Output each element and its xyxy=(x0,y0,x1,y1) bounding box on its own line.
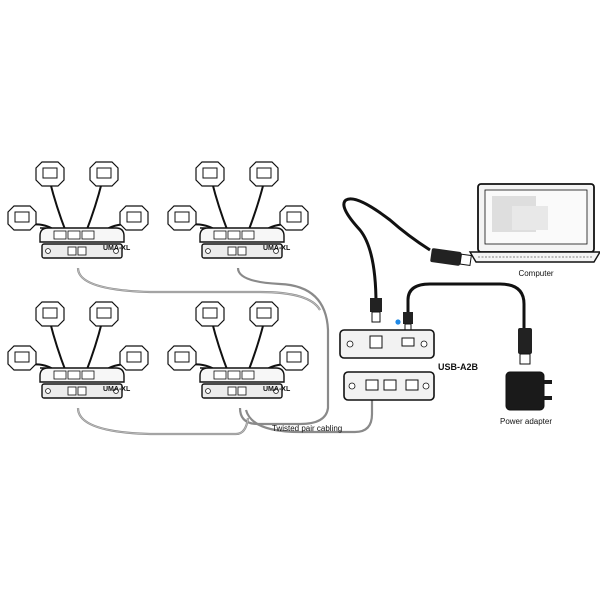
sensor-icon xyxy=(7,345,37,371)
sensors-group-top-right xyxy=(167,161,309,231)
sensors-group-top-left xyxy=(7,161,149,231)
computer-label: Computer xyxy=(518,269,553,278)
sensor-icon xyxy=(195,161,225,187)
uma-xl-label: UMA-XL xyxy=(263,386,291,393)
uma-xl-unit-top-right: UMA-XL xyxy=(199,227,291,259)
power-cable xyxy=(406,282,526,330)
sensor-icon xyxy=(119,205,149,231)
uma-xl-label: UMA-XL xyxy=(103,386,131,393)
sensor-icon xyxy=(195,301,225,327)
sensor-icon xyxy=(279,345,309,371)
sensor-icon xyxy=(89,161,119,187)
status-led-icon xyxy=(395,319,401,325)
sensor-icon xyxy=(167,205,197,231)
usb-a-plug xyxy=(430,248,472,267)
uma-xl-label: UMA-XL xyxy=(103,245,131,252)
sensor-icon xyxy=(89,301,119,327)
usb-b-plug xyxy=(370,298,382,323)
power-plug-adapter xyxy=(518,328,532,365)
power-adapter-icon: Power adapter xyxy=(500,371,552,426)
sensor-icon xyxy=(249,161,279,187)
power-adapter-label: Power adapter xyxy=(500,417,552,426)
sensors-group-bottom-left xyxy=(7,301,149,371)
sensor-icon xyxy=(167,345,197,371)
sensor-icon xyxy=(7,205,37,231)
uma-xl-unit-top-left: UMA-XL xyxy=(39,227,131,259)
sensor-cables xyxy=(29,181,293,375)
sensor-icon xyxy=(279,205,309,231)
sensor-icon xyxy=(35,161,65,187)
twisted-pair-label: Twisted pair cabling xyxy=(272,424,342,433)
usb-a2b-label: USB-A2B xyxy=(438,362,479,372)
usb-a2b-device: USB-A2B xyxy=(339,319,479,401)
sensor-icon xyxy=(119,345,149,371)
uma-xl-unit-bottom-right: UMA-XL xyxy=(199,367,291,399)
power-plug-a2b xyxy=(403,312,413,333)
laptop-icon: Computer xyxy=(468,183,600,278)
uma-xl-label: UMA-XL xyxy=(263,245,291,252)
uma-xl-unit-bottom-left: UMA-XL xyxy=(39,367,131,399)
sensor-icon xyxy=(35,301,65,327)
usb-cable-computer xyxy=(342,197,431,305)
sensor-icon xyxy=(249,301,279,327)
sensors-group-bottom-right xyxy=(167,301,309,371)
